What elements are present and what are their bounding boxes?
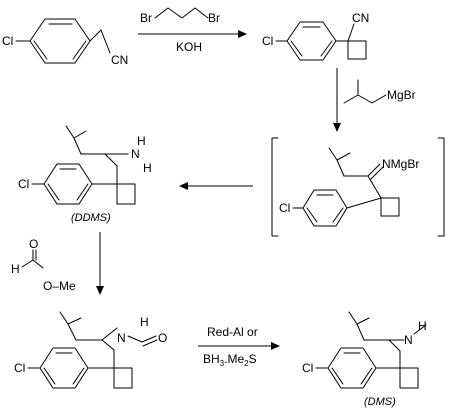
arrow-step-1 (138, 30, 247, 38)
chlorine-label: Cl (2, 34, 13, 48)
bromine-label-left: Br (140, 11, 152, 25)
chlorine-label: Cl (279, 201, 290, 215)
amine-h-top: H (137, 134, 146, 148)
molecule-cyclobutanecarbonitrile: Cl CN (262, 11, 369, 61)
methylamine-n-label: N (404, 333, 413, 347)
bromine-label-right: Br (208, 11, 220, 25)
amine-h-bottom: H (143, 161, 152, 175)
molecule-dms: N H Cl (DMS) (302, 311, 427, 408)
amide-n-label: N (117, 331, 126, 345)
amine-n-label: N (131, 147, 140, 161)
arrow-step-5 (198, 342, 280, 350)
chlorine-label: Cl (262, 34, 273, 48)
reagent-isobutylmagnesium-bromide: MgBr (343, 79, 416, 104)
amide-o-label: O (158, 331, 167, 345)
nmgbr-label: NMgBr (382, 157, 419, 171)
dms-caption: (DMS) (364, 396, 396, 408)
molecule-formamide: N H O Cl (14, 311, 167, 389)
methylamine-h-label: H (418, 319, 427, 333)
arrow-step-4 (96, 232, 104, 295)
chlorine-label: Cl (14, 361, 25, 375)
chlorine-label: Cl (18, 177, 29, 191)
reagent-methyl-formate: H O O–Me (11, 237, 76, 293)
chlorine-label: Cl (302, 361, 313, 375)
formate-ome-label: O–Me (43, 279, 76, 293)
amide-h-label: H (140, 315, 149, 329)
reagent-dibromopropane: Br Br (140, 7, 220, 25)
arrow-step-2 (333, 68, 341, 132)
molecule-chlorophenylacetonitrile: Cl CN (2, 18, 128, 67)
formate-h-label: H (11, 262, 20, 276)
ddms-caption: (DDMS) (71, 212, 111, 224)
nitrile-label: CN (111, 53, 128, 67)
reagent-koh: KOH (176, 40, 202, 54)
reagent-borane: BH3.Me2S (203, 352, 257, 368)
molecule-ddms: H N H Cl (DDMS) (18, 125, 152, 224)
formate-o-label: O (29, 237, 38, 251)
mgbr-label: MgBr (387, 88, 416, 102)
bracket-right (437, 137, 445, 237)
bracket-left (271, 137, 279, 237)
molecule-imine-intermediate: NMgBr Cl (279, 147, 419, 227)
nitrile-label: CN (352, 11, 369, 25)
reagent-red-al: Red-Al or (207, 325, 258, 339)
arrow-step-3 (179, 182, 253, 190)
